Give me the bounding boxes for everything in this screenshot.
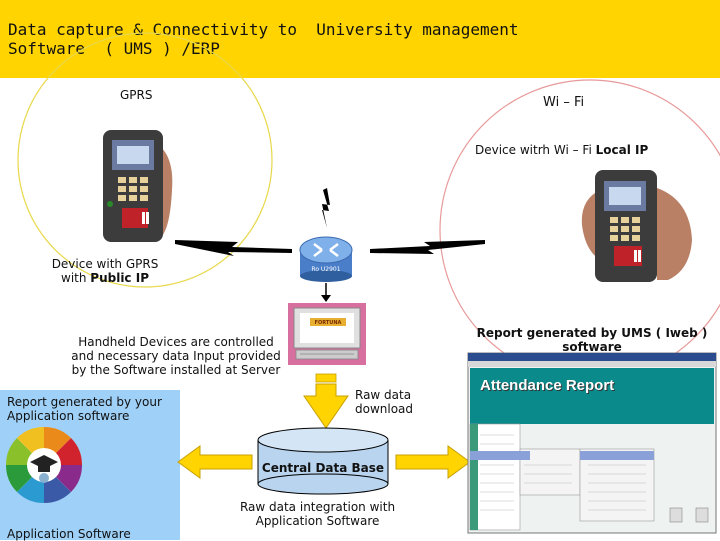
ums-report-caption-line-2: software [562, 340, 622, 354]
raw-data-download-label: Raw data download [355, 388, 413, 416]
ums-report-caption-line-1: Report generated by UMS ( Iweb ) [476, 326, 708, 340]
signal-lightning-icon [322, 188, 330, 228]
handheld-note-line-1: Handheld Devices are controlled [78, 335, 274, 349]
gprs-device-label-with: with [61, 271, 91, 285]
wifi-lightning-icon [370, 240, 485, 254]
gprs-label: GPRS [120, 88, 153, 102]
server-computer-icon [288, 303, 366, 365]
raw-integration-line-2: Application Software [255, 514, 380, 528]
application-software-label: Application Software [7, 527, 131, 541]
router-icon [299, 236, 353, 282]
application-report-line-2: Application software [7, 409, 130, 423]
handheld-control-note: Handheld Devices are controlled and nece… [60, 335, 292, 377]
gprs-device-label: Device with GPRS with Public IP [40, 257, 170, 285]
raw-integration-line-1: Raw data integration with [239, 500, 396, 514]
title-line-1: Data capture & Connectivity to Universit… [8, 20, 519, 39]
wifi-device-label: Device witrh Wi – Fi Local IP [475, 143, 648, 157]
server-brand-label: FORTUNA [315, 320, 342, 326]
wifi-device-local-ip: Local IP [595, 143, 649, 157]
application-report-caption: Report generated by your Application sof… [7, 395, 162, 423]
gprs-device-label-line-1: Device with GPRS [51, 257, 159, 271]
raw-data-download-arrow [303, 373, 349, 429]
wifi-label: Wi – Fi [543, 95, 585, 110]
central-database-label: Central Data Base [261, 461, 385, 475]
page-title: Data capture & Connectivity to Universit… [8, 20, 519, 58]
application-software-wheel-icon [5, 426, 83, 504]
handheld-note-line-3: by the Software installed at Server [71, 363, 281, 377]
router-to-server-arrowhead [321, 295, 331, 302]
title-line-2: Software ( UMS ) /ERP [8, 39, 220, 58]
gprs-zone-circle [17, 32, 273, 288]
raw-download-line-2: download [355, 402, 414, 416]
header-bar [0, 0, 720, 78]
db-to-application-arrow [177, 445, 253, 479]
raw-download-line-1: Raw data [355, 388, 412, 402]
router-label: Ro U2901 [311, 266, 340, 273]
db-to-ums-arrow [395, 445, 471, 479]
ums-report-screenshot [467, 352, 717, 534]
gprs-device-public-ip: Public IP [90, 271, 149, 285]
wifi-handheld-device-icon [581, 170, 692, 282]
ums-report-caption: Report generated by UMS ( Iweb ) softwar… [468, 326, 716, 354]
gprs-lightning-icon [175, 240, 292, 256]
handheld-note-line-2: and necessary data Input provided [71, 349, 281, 363]
application-report-line-1: Report generated by your [7, 395, 162, 409]
attendance-report-title: Attendance Report [480, 377, 615, 394]
wifi-device-label-text: Device witrh Wi – Fi [475, 143, 596, 157]
raw-integration-label: Raw data integration with Application So… [230, 500, 405, 528]
central-database-icon [257, 427, 389, 495]
gprs-handheld-device-icon [103, 130, 173, 242]
